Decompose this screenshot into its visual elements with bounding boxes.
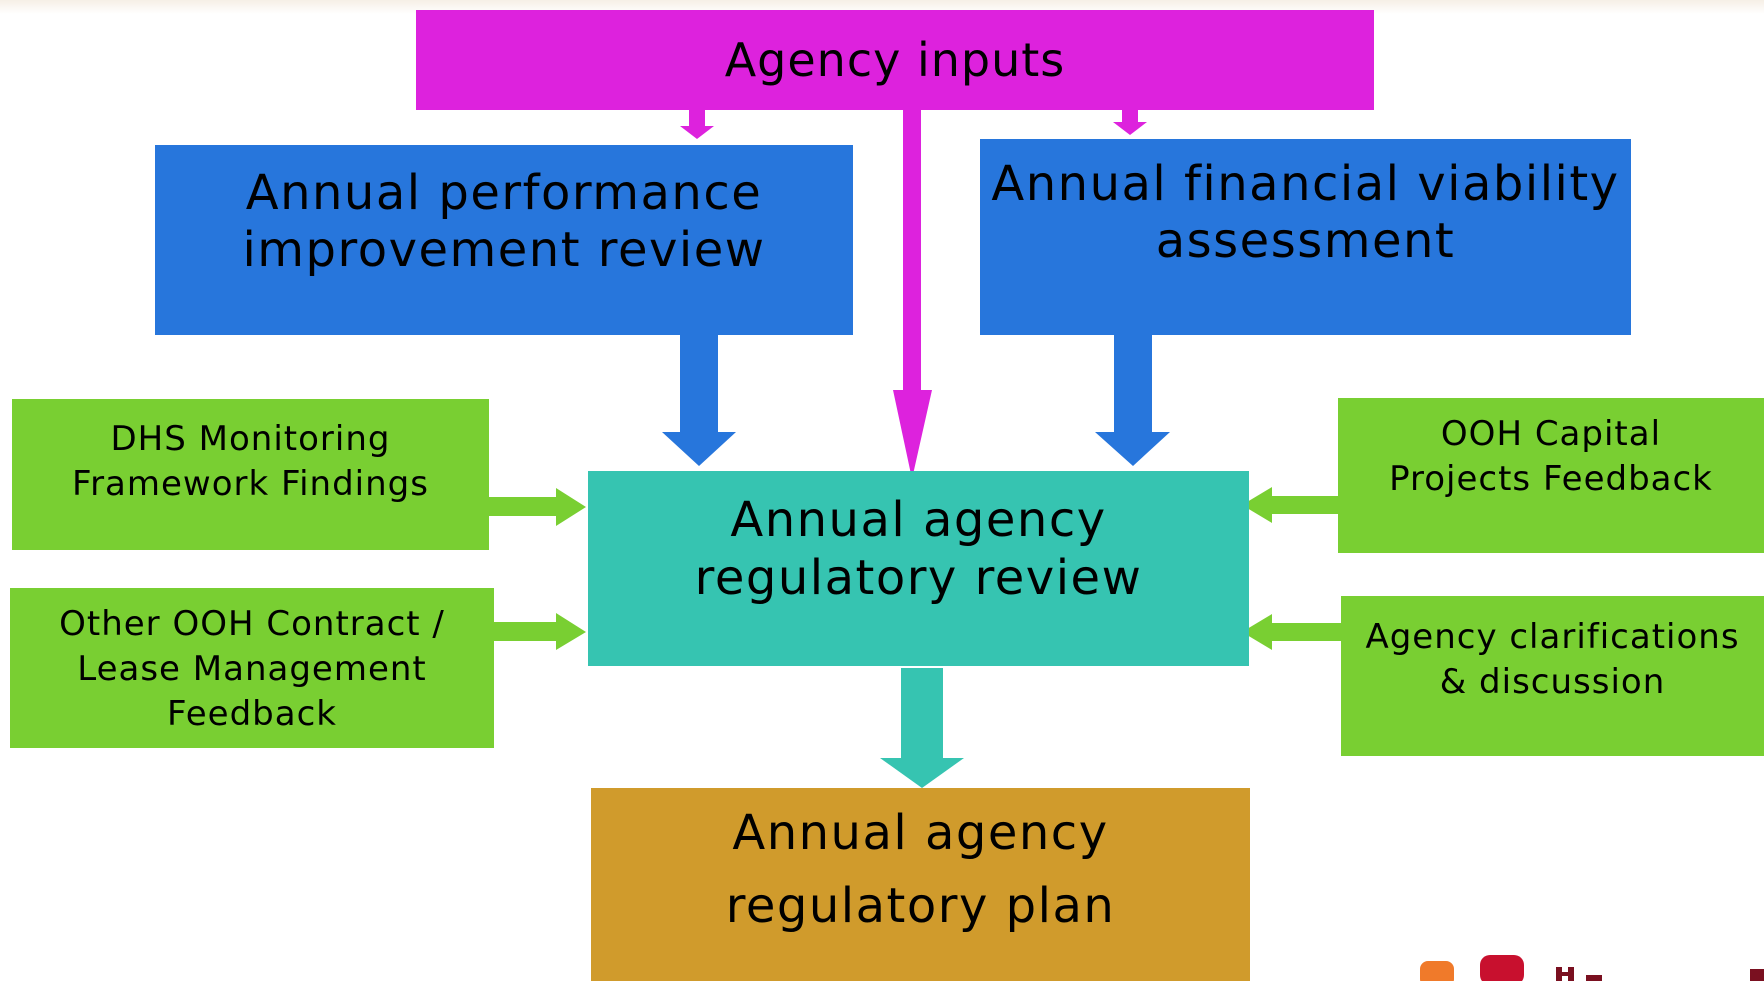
logo-wordmark-glyph-4: [1586, 975, 1602, 981]
logo-orange-square: [1420, 961, 1454, 981]
regulatory-plan-label: Annual agency regulatory plan: [725, 805, 1116, 934]
ooh-capital-box: OOH Capital Projects Feedback: [1338, 398, 1764, 553]
financial-viability-label: Annual financial viability assessment: [991, 156, 1620, 269]
agency-inputs-box: Agency inputs: [416, 10, 1374, 110]
corner-logo: [1420, 955, 1764, 981]
arrow-dhs-to-review: [489, 488, 586, 526]
dhs-findings-box: DHS Monitoring Framework Findings: [12, 399, 489, 550]
agency-inputs-label: Agency inputs: [724, 33, 1066, 87]
arrow-inputs-to-financial: [1113, 110, 1147, 135]
logo-wordmark-glyph-5: [1750, 969, 1764, 981]
arrow-inputs-to-regulatory-review: [893, 110, 932, 479]
arrow-review-to-plan: [880, 668, 964, 788]
arrow-ooh-contract-to-review: [494, 613, 586, 650]
arrow-financial-to-regulatory-review: [1095, 335, 1170, 466]
agency-clarifications-label: Agency clarifications & discussion: [1365, 617, 1740, 702]
arrow-ooh-capital-to-review: [1242, 487, 1338, 523]
agency-clarifications-box: Agency clarifications & discussion: [1341, 596, 1764, 756]
logo-wordmark-glyph-3: [1556, 972, 1574, 976]
logo-red-square: [1480, 955, 1524, 981]
performance-review-label: Annual performance improvement review: [242, 165, 766, 278]
arrow-clarifications-to-review: [1242, 614, 1341, 650]
ooh-contract-box: Other OOH Contract / Lease Management Fe…: [10, 588, 494, 748]
regulatory-review-label: Annual agency regulatory review: [694, 492, 1143, 606]
dhs-findings-label: DHS Monitoring Framework Findings: [72, 419, 429, 504]
performance-review-box: Annual performance improvement review: [155, 145, 853, 335]
arrow-inputs-to-performance: [680, 110, 714, 139]
financial-viability-box: Annual financial viability assessment: [980, 139, 1631, 335]
ooh-capital-label: OOH Capital Projects Feedback: [1389, 414, 1713, 499]
ooh-contract-label: Other OOH Contract / Lease Management Fe…: [59, 604, 445, 734]
regulatory-review-box: Annual agency regulatory review: [588, 471, 1249, 666]
arrow-performance-to-regulatory-review: [662, 335, 736, 466]
regulatory-plan-box: Annual agency regulatory plan: [591, 788, 1250, 981]
